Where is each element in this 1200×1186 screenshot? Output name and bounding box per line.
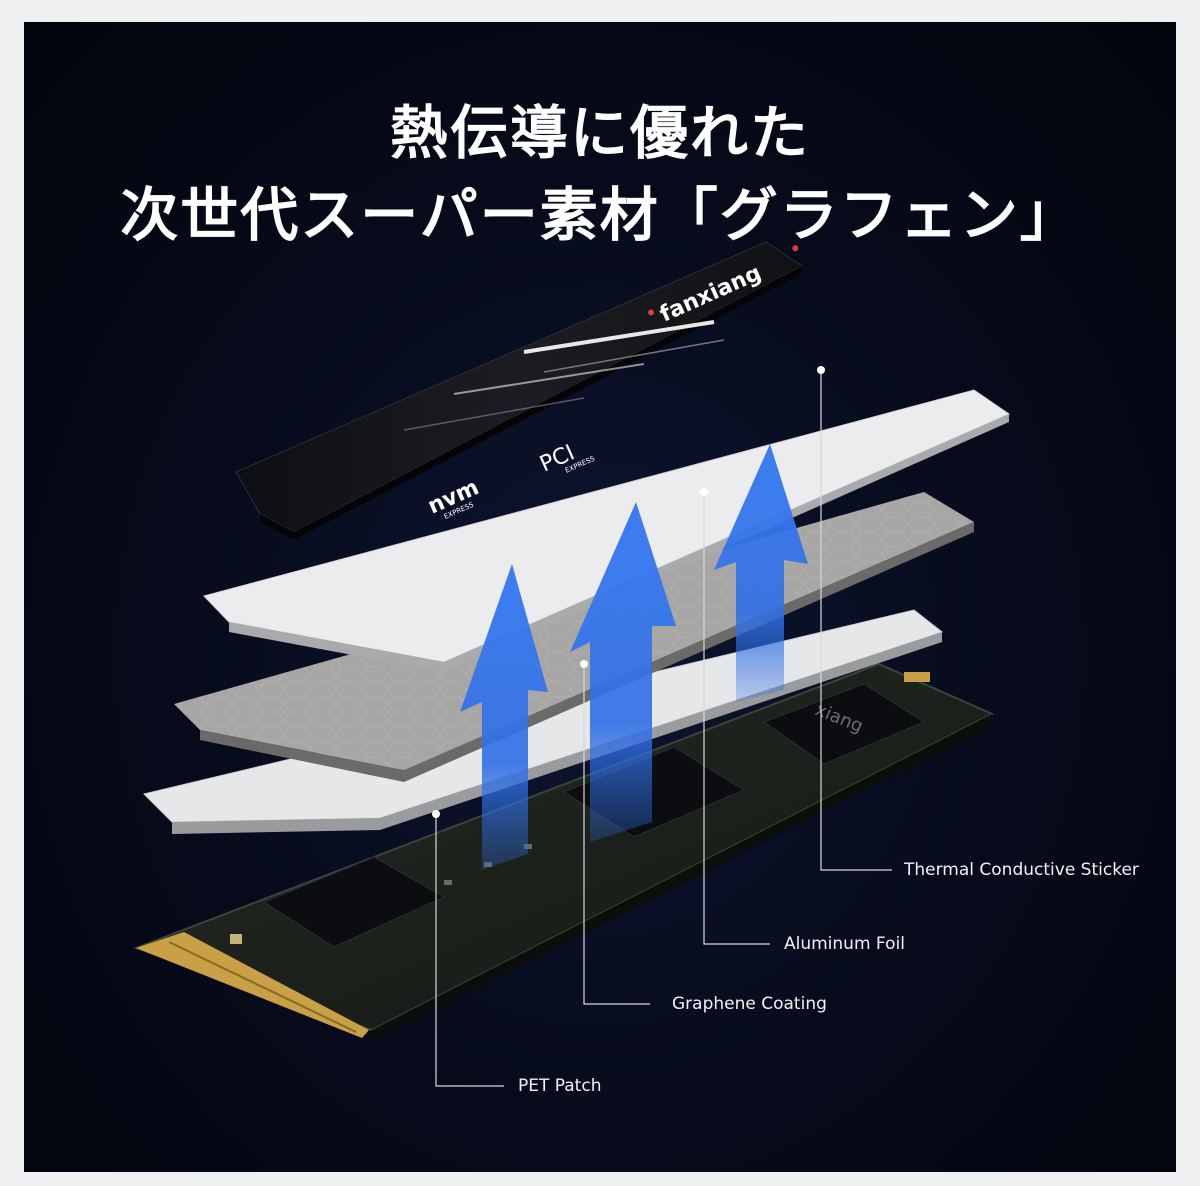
headline-line-1: 熱伝導に優れた: [389, 99, 810, 167]
headline-line-2: 次世代スーパー素材「グラフェン」: [120, 181, 1080, 249]
callout-dots: [432, 366, 825, 818]
callout-line-pet: [435, 814, 504, 1087]
callout-thermal-conductive-sticker: Thermal Conductive Sticker: [904, 860, 1139, 880]
heat-flow-arrows: [460, 444, 808, 870]
callout-line-thermal: [820, 370, 892, 871]
product-image-frame: 熱伝導に優れた 次世代スーパー素材「グラフェン」: [24, 22, 1176, 1172]
callout-line-graphene: [583, 664, 650, 1005]
callout-aluminum-foil: Aluminum Foil: [784, 934, 905, 954]
callout-lines: [435, 370, 892, 1087]
gold-contacts: [136, 932, 369, 1038]
arrow-up-icon: [714, 444, 808, 702]
ssd-exploded-illustration: xiang: [133, 241, 1011, 1087]
callout-graphene-coating: Graphene Coating: [672, 994, 827, 1014]
arrow-up-icon: [570, 502, 676, 842]
arrow-up-icon: [460, 564, 548, 870]
callout-pet-patch: PET Patch: [518, 1076, 602, 1096]
callout-line-aluminum: [703, 492, 770, 945]
